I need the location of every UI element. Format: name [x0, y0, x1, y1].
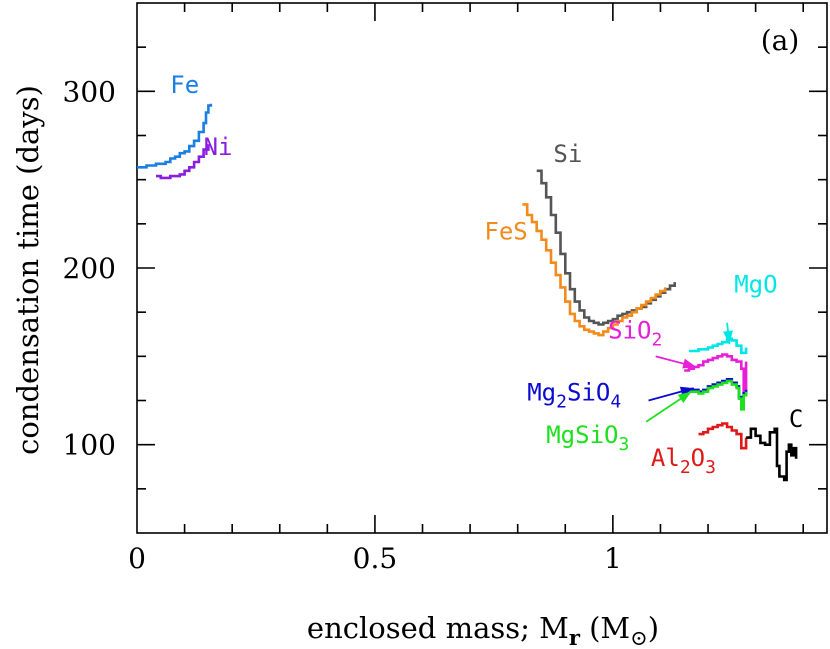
label-text: Fe: [170, 71, 199, 99]
arrowhead-mgo: [723, 330, 733, 344]
y-tick-label: 100: [63, 429, 116, 462]
x-axis-label-unit-open: (M: [580, 611, 630, 645]
label-text: MgO: [734, 271, 777, 299]
panel-label: (a): [761, 24, 800, 57]
label-subscript: 4: [610, 392, 621, 413]
label-text: Ni: [204, 133, 233, 161]
series-layer: [137, 103, 798, 482]
x-axis-label: enclosed mass; Mr (M⊙): [307, 611, 659, 649]
series-label-ni: Ni: [204, 133, 233, 161]
series-line-mgo: [689, 337, 748, 355]
axis-ticks: [137, 3, 827, 533]
label-text: SiO: [608, 317, 651, 345]
label-subscript: 2: [651, 330, 662, 351]
arrowhead-sio2: [682, 358, 697, 369]
arrowhead-mgsio3: [677, 391, 692, 404]
label-text: FeS: [484, 218, 527, 246]
series-label-al2o3: Al2O3: [651, 444, 716, 478]
series-line-mgsio3: [689, 379, 748, 411]
x-axis-label-sun-symbol: ⊙: [630, 626, 648, 649]
label-text: Si: [553, 140, 582, 168]
y-tick-label: 200: [63, 252, 116, 285]
label-text: C: [789, 405, 803, 433]
x-tick-label: 0.5: [353, 542, 398, 575]
label-subscript: 3: [618, 434, 629, 455]
y-axis-label: condensation time (days): [11, 85, 45, 455]
series-label-fes: FeS: [484, 218, 527, 246]
label-text: SiO: [567, 379, 610, 407]
plot-frame: [136, 2, 828, 534]
label-subscript: 2: [556, 392, 567, 413]
series-label-mg2sio4: Mg2SiO4: [527, 379, 621, 413]
series-label-fe: Fe: [170, 71, 199, 99]
x-tick-label: 1: [604, 542, 622, 575]
arrow-layer: [645, 322, 733, 423]
label-text: MgSiO: [546, 421, 618, 449]
series-line-fes: [522, 203, 667, 337]
series-line-al2o3: [698, 422, 748, 450]
series-label-c: C: [789, 405, 803, 433]
x-tick-label: 0: [128, 542, 146, 575]
series-label-mgsio3: MgSiO3: [546, 421, 629, 455]
series-label-si: Si: [553, 140, 582, 168]
series-line-ni: [156, 144, 210, 180]
x-axis-label-main: enclosed mass; M: [307, 611, 569, 645]
x-axis-label-unit-close: ): [648, 611, 659, 645]
label-text: Mg: [527, 379, 556, 407]
series-line-c: [746, 427, 798, 482]
label-subscript: 2: [680, 457, 691, 478]
series-line-si: [536, 169, 676, 326]
y-tick-label: 300: [63, 75, 116, 108]
label-text: O: [691, 444, 705, 472]
label-subscript: 3: [705, 457, 716, 478]
series-line-sio2: [684, 353, 748, 395]
series-label-sio2: SiO2: [608, 317, 662, 351]
series-label-mgo: MgO: [734, 271, 777, 299]
series-line-fe: [137, 103, 213, 169]
tick-labels: 0 0.5 1 100 200 300: [63, 75, 622, 575]
x-axis-label-subscript: r: [569, 625, 581, 649]
label-text: Al: [651, 444, 680, 472]
